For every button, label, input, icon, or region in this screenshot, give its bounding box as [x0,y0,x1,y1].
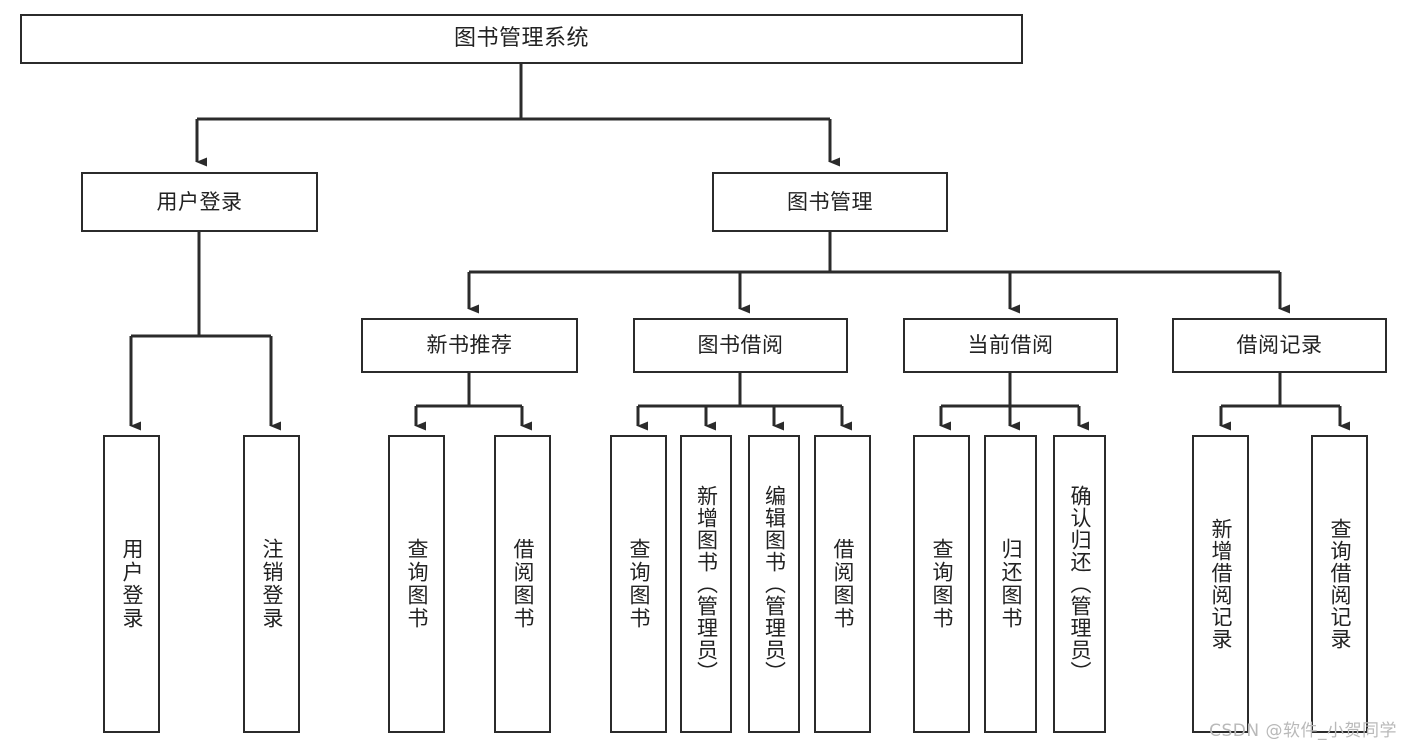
leaf-current-borrow-return[interactable]: 归还图书 [984,435,1037,733]
watermark-csdn: CSDN @软件_小贺同学 [1209,721,1397,741]
node-current-borrow[interactable]: 当前借阅 [903,318,1118,373]
node-book-management[interactable]: 图书管理 [712,172,948,232]
node-label: 确认归还（管理员） [1068,485,1092,683]
leaf-borrow-record-query[interactable]: 查询借阅记录 [1311,435,1368,733]
node-label: 新书推荐 [426,333,513,358]
leaf-book-borrow-borrow[interactable]: 借阅图书 [814,435,871,733]
node-label: 图书管理 [787,189,873,214]
node-label: 新增借阅记录 [1209,518,1233,650]
node-root-book-management-system[interactable]: 图书管理系统 [20,14,1023,64]
node-borrow-record[interactable]: 借阅记录 [1172,318,1387,373]
node-label: 新增图书（管理员） [694,485,719,683]
node-label: 借阅图书 [831,538,855,630]
node-label: 图书管理系统 [453,26,589,52]
node-label: 编辑图书（管理员） [762,485,787,683]
node-label: 归还图书 [999,538,1023,630]
leaf-user-login-logout[interactable]: 注销登录 [243,435,300,733]
leaf-current-borrow-query[interactable]: 查询图书 [913,435,970,733]
node-label: 查询图书 [627,538,651,630]
leaf-book-borrow-query[interactable]: 查询图书 [610,435,667,733]
node-label: 用户登录 [120,538,144,630]
leaf-new-book-query[interactable]: 查询图书 [388,435,445,733]
node-label: 当前借阅 [967,333,1054,358]
node-user-login[interactable]: 用户登录 [81,172,318,232]
node-label: 借阅记录 [1236,333,1323,358]
node-label: 借阅图书 [511,538,535,630]
leaf-user-login-login[interactable]: 用户登录 [103,435,160,733]
leaf-current-borrow-confirm-return[interactable]: 确认归还（管理员） [1053,435,1106,733]
leaf-book-borrow-add[interactable]: 新增图书（管理员） [680,435,732,733]
node-label: 查询借阅记录 [1328,518,1352,650]
leaf-new-book-borrow[interactable]: 借阅图书 [494,435,551,733]
node-label: 图书借阅 [697,333,784,358]
leaf-borrow-record-add[interactable]: 新增借阅记录 [1192,435,1249,733]
node-book-borrow[interactable]: 图书借阅 [633,318,848,373]
node-label: 查询图书 [405,538,429,630]
node-label: 查询图书 [930,538,954,630]
node-new-book-recommend[interactable]: 新书推荐 [361,318,578,373]
node-label: 注销登录 [260,538,284,630]
node-label: 用户登录 [156,189,243,214]
leaf-book-borrow-edit[interactable]: 编辑图书（管理员） [748,435,800,733]
